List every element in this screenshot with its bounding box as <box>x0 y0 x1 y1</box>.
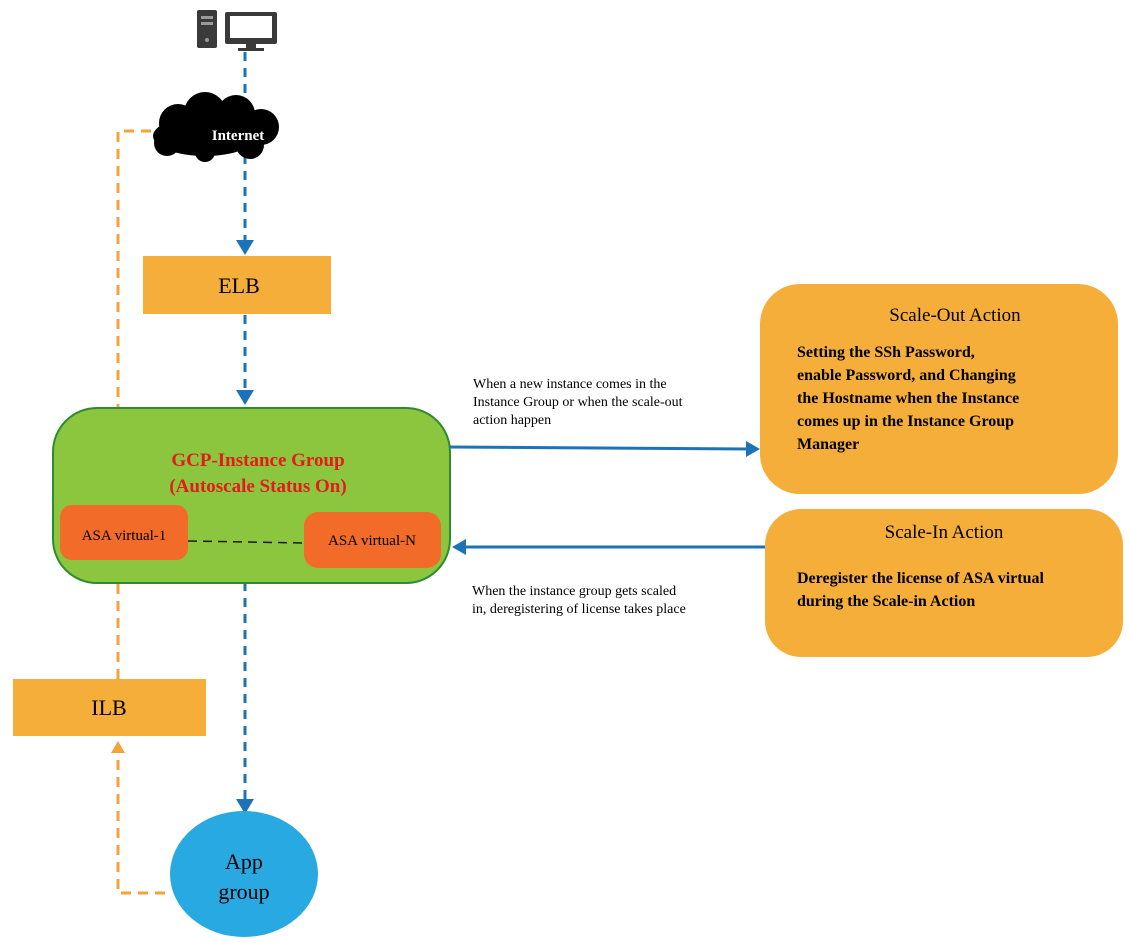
scale-out-line-5: Manager <box>797 436 859 453</box>
scale-in-action-box: Scale-In Action Deregister the license o… <box>765 509 1123 657</box>
ilb-node: ILB <box>13 679 206 736</box>
app-group-node: App group <box>170 811 318 937</box>
scale-in-title: Scale-In Action <box>885 522 1004 543</box>
elb-node: ELB <box>143 256 331 314</box>
asa-link-dashed <box>187 540 305 544</box>
asa-virtual-1-node: ASA virtual-1 <box>60 505 188 560</box>
edge-app-to-ilb <box>116 752 165 895</box>
scale-in-edge-label-2: in, deregistering of license takes place <box>472 602 686 617</box>
asa-virtual-n-label: ASA virtual-N <box>328 533 416 549</box>
scale-in-connector: When the instance group gets scaled in, … <box>452 539 765 617</box>
scale-out-action-box: Scale-Out Action Setting the SSh Passwor… <box>760 284 1118 494</box>
edge-asa-to-internet <box>116 129 158 414</box>
arrowhead-elb <box>236 240 254 255</box>
arrowhead-group <box>236 390 254 405</box>
internet-label: Internet <box>212 128 265 144</box>
desktop-computer-icon <box>197 10 277 51</box>
elb-label: ELB <box>218 273 260 298</box>
scale-out-line-3: the Hostname when the Instance <box>797 390 1019 407</box>
scale-out-connector: When a new instance comes in the Instanc… <box>449 377 760 457</box>
asa-virtual-n-node: ASA virtual-N <box>304 512 441 568</box>
scale-out-line-1: Setting the SSh Password, <box>797 344 975 361</box>
arrowhead-ilb <box>111 741 125 753</box>
scale-out-line-4: comes up in the Instance Group <box>797 413 1014 430</box>
app-group-label-line2: group <box>218 879 269 904</box>
scale-out-line-2: enable Password, and Changing <box>797 367 1016 384</box>
cloud-icon: Internet <box>153 92 279 162</box>
gcp-instance-group: GCP-Instance Group (Autoscale Status On)… <box>52 407 451 584</box>
scale-out-edge-label-2: Instance Group or when the scale-out <box>473 395 683 410</box>
app-group-label-line1: App <box>225 849 263 874</box>
scale-out-title: Scale-Out Action <box>889 305 1021 326</box>
scale-in-edge-label-1: When the instance group gets scaled <box>472 584 676 599</box>
group-title-line2: (Autoscale Status On) <box>169 476 346 497</box>
scale-out-edge-label-1: When a new instance comes in the <box>473 377 667 392</box>
scale-in-line-2: during the Scale-in Action <box>797 593 975 610</box>
arrowhead-app <box>236 799 254 814</box>
ilb-label: ILB <box>91 695 126 720</box>
scale-out-edge-label-3: action happen <box>473 413 551 428</box>
group-title-line1: GCP-Instance Group <box>171 450 344 471</box>
scale-in-line-1: Deregister the license of ASA virtual <box>797 570 1044 587</box>
asa-virtual-1-label: ASA virtual-1 <box>82 528 167 544</box>
